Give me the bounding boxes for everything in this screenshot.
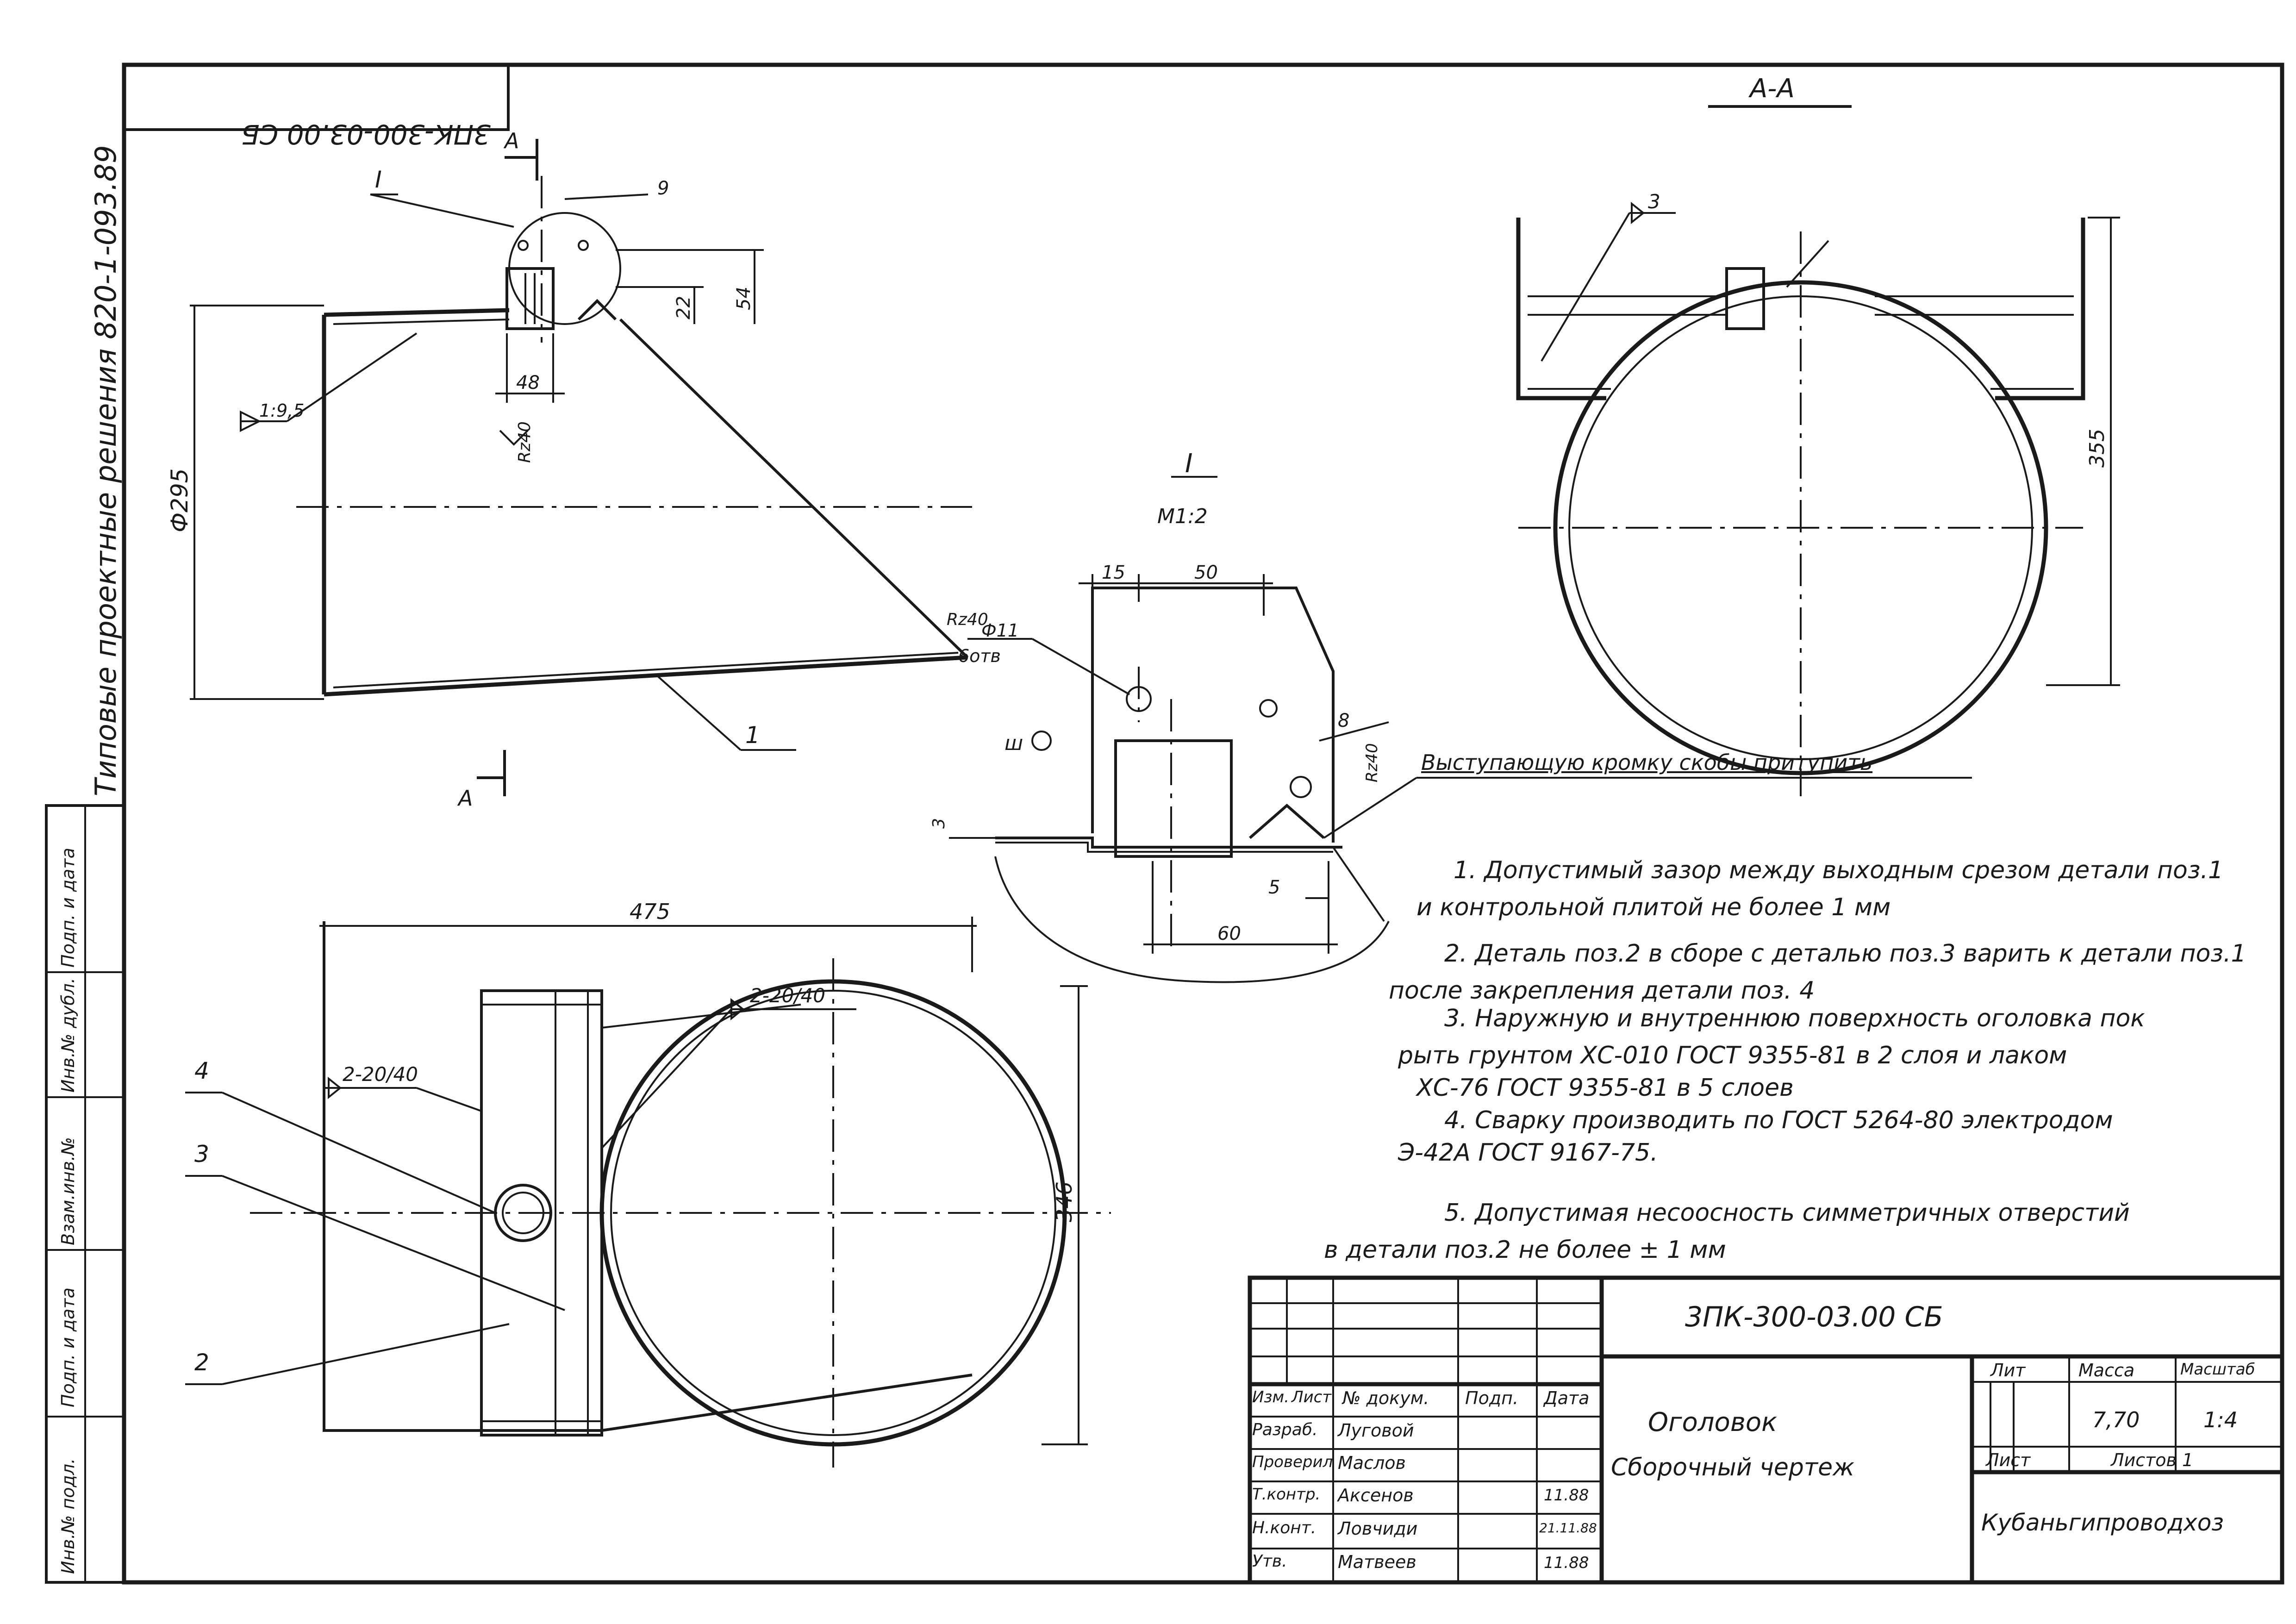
margin-label-4: Инв.№ дубл. <box>58 978 78 1093</box>
margin-label-1: Инв.№ подл. <box>58 1458 78 1574</box>
detail-i-title: I <box>1185 449 1193 479</box>
detail-note: Выступающую кромку скобы притупить <box>1421 750 1873 775</box>
dim-5-text: 5 <box>1268 877 1280 898</box>
tb-doc-type: Сборочный чертеж <box>1611 1454 1854 1481</box>
dim-8-text: 8 <box>1338 710 1349 731</box>
dim-346-text: 346 <box>1052 1181 1077 1222</box>
rz-cone-text: Rz40 <box>515 421 534 463</box>
tb-name-6: Матвеев <box>1338 1552 1416 1572</box>
rz-hole-text: Rz40 <box>947 610 988 629</box>
tb-date-3: 11.88 <box>1544 1486 1589 1505</box>
tb-h-ndoc: № докум. <box>1342 1388 1429 1408</box>
note-line-3: 2. Деталь поз.2 в сборе с деталью поз.3 … <box>1444 940 2246 968</box>
tb-h-sheets: Листов 1 <box>2111 1450 2194 1470</box>
pos-1-label: 1 <box>745 722 760 749</box>
tb-name-1: Луговой <box>1338 1420 1414 1441</box>
weld-3-text: 3 <box>1648 190 1660 213</box>
tb-name-5: Ловчиди <box>1338 1518 1418 1539</box>
left-margin-stamp <box>45 804 125 1584</box>
section-mark-top: А <box>503 128 519 153</box>
plan-view <box>250 921 1111 1468</box>
dim-355-text: 355 <box>2085 429 2109 468</box>
note-line-4: после закрепления детали поз. 4 <box>1389 977 1815 1005</box>
hole-diameter-text: Ф11 <box>981 620 1019 641</box>
tb-org: Кубаньгипроводхоз <box>1981 1509 2224 1536</box>
series-side-text: Типовые проектные решения 820-1-093.89 <box>89 145 123 796</box>
pos-4-label: 4 <box>194 1057 209 1084</box>
margin-label-5: Подп. и дата <box>58 848 78 968</box>
tb-h-massa: Масса <box>2078 1360 2135 1380</box>
tb-name-2: Маслов <box>1338 1453 1406 1473</box>
taper-text: 1:9,5 <box>259 400 304 421</box>
tb-role-6: Утв. <box>1252 1552 1287 1571</box>
tb-name-3: Аксенов <box>1338 1485 1414 1505</box>
detail-weld-symbol: ш <box>1004 731 1023 755</box>
section-a-a-title: А-А <box>1748 74 1795 104</box>
tb-h-list: Лист <box>1292 1388 1332 1406</box>
front-view-cone <box>296 176 972 697</box>
dim-d295 <box>190 305 324 700</box>
dim-9-text: 9 <box>657 178 669 199</box>
weld-top-text: 2-20/40 <box>750 984 825 1007</box>
tb-h-lit: Лит <box>1990 1360 2026 1380</box>
tb-role-3: Т.контр. <box>1252 1485 1321 1504</box>
tb-role-5: Н.конт. <box>1252 1518 1316 1537</box>
note-line-1: 1. Допустимый зазор между выходным срезо… <box>1454 856 2224 884</box>
hole-count-text: 6отв <box>958 646 1001 666</box>
detail-i-scale: М1:2 <box>1157 505 1208 528</box>
note-line-7: ХС-76 ГОСТ 9355-81 в 5 слоев <box>1416 1074 1794 1102</box>
pos-2-label: 2 <box>194 1349 209 1376</box>
tb-role-2: Проверил <box>1252 1453 1333 1471</box>
dim-d295-text: Ф295 <box>166 468 193 532</box>
margin-label-2: Подп. и дата <box>58 1287 78 1407</box>
note-line-5: 3. Наружную и внутреннюю поверхность ого… <box>1444 1005 2145 1032</box>
tb-date-6: 11.88 <box>1544 1554 1589 1572</box>
note-line-11: в детали поз.2 не более ± 1 мм <box>1324 1236 1726 1264</box>
tb-mass: 7,70 <box>2092 1407 2140 1432</box>
note-line-6: рыть грунтом ХС-010 ГОСТ 9355-81 в 2 сло… <box>1398 1042 2067 1069</box>
top-code-box <box>123 63 510 131</box>
weld-bottom-text: 2-20/40 <box>343 1063 418 1086</box>
note-line-9: Э-42А ГОСТ 9167-75. <box>1398 1139 1658 1167</box>
dim-48-text: 48 <box>516 372 540 394</box>
dim-60-text: 60 <box>1217 923 1241 944</box>
tb-h-izm: Изм. <box>1252 1388 1289 1406</box>
top-code-mirrored: 3ПК-300-03.00 СБ <box>241 119 491 150</box>
detail-i-view <box>994 587 1390 983</box>
dim-50-text: 50 <box>1194 562 1218 583</box>
dim-3-text: 3 <box>930 818 948 829</box>
note-line-10: 5. Допустимая несоосность симметричных о… <box>1444 1199 2130 1227</box>
note-line-8: 4. Сварку производить по ГОСТ 5264-80 эл… <box>1444 1106 2113 1134</box>
tb-code: 3ПК-300-03.00 СБ <box>1685 1301 1943 1333</box>
dim-475-text: 475 <box>630 899 670 924</box>
tb-h-sheet: Лист <box>1986 1450 2031 1470</box>
tb-name: Оголовок <box>1648 1407 1777 1437</box>
section-mark-bottom: А <box>457 786 473 811</box>
pos-3-label: 3 <box>194 1141 209 1168</box>
tb-date-5: 21.11.88 <box>1539 1520 1597 1536</box>
note-line-2: и контрольной плитой не более 1 мм <box>1416 893 1891 921</box>
margin-label-3: Взам.инв.№ <box>58 1137 78 1245</box>
tb-scale: 1:4 <box>2203 1407 2238 1432</box>
title-block-grid <box>1248 1275 2284 1585</box>
dim-15-text: 15 <box>1102 562 1125 583</box>
rz-edge-text: Rz40 <box>1363 743 1381 782</box>
tb-h-masshtab: Масштаб <box>2180 1360 2255 1379</box>
tb-h-data: Дата <box>1544 1388 1590 1408</box>
tb-role-1: Разраб. <box>1252 1420 1318 1439</box>
dim-22-text: 22 <box>673 296 694 319</box>
tb-h-podp: Подп. <box>1465 1388 1519 1408</box>
dim-54-text: 54 <box>733 287 755 310</box>
section-a-a-view <box>1516 218 2085 796</box>
detail-ref-I: I <box>375 166 382 193</box>
